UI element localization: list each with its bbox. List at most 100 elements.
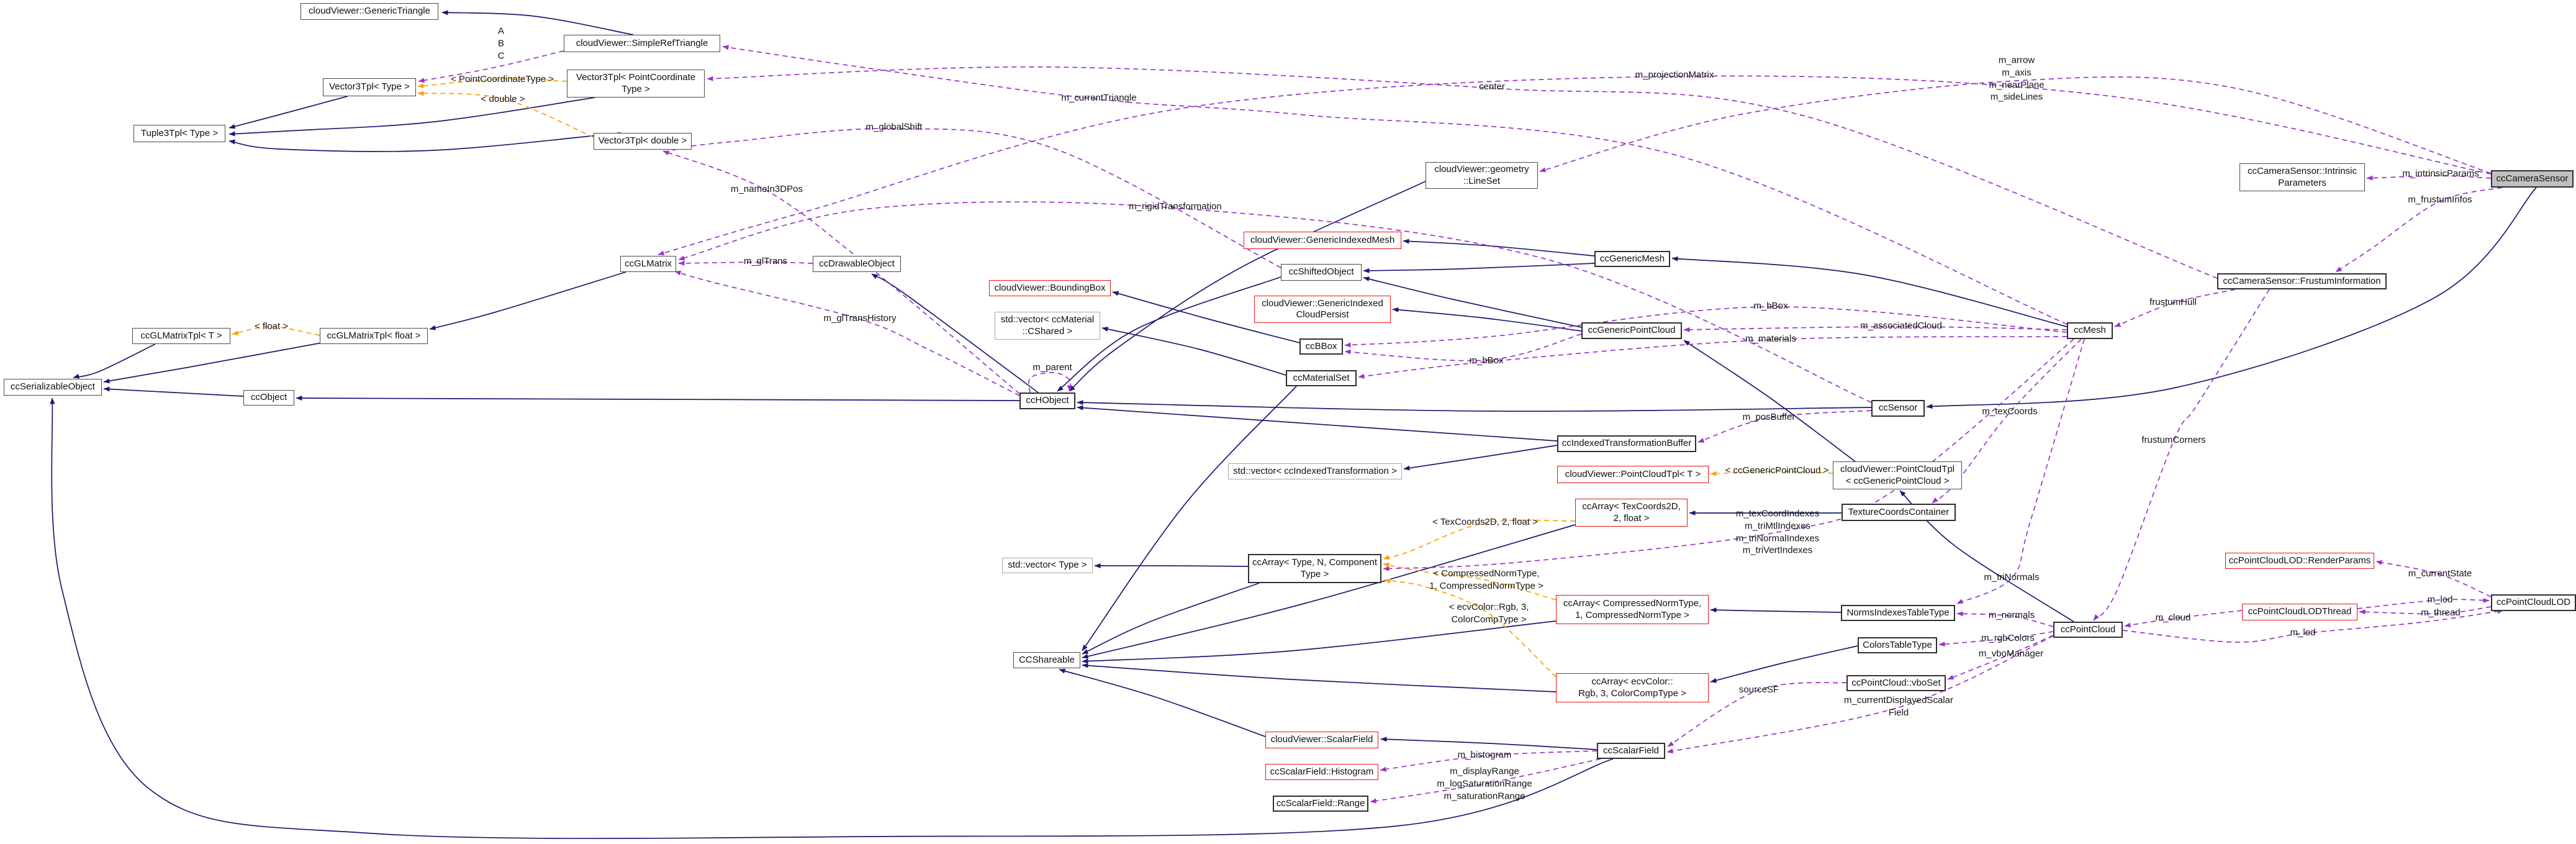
node-colors-table-type[interactable]: ColorsTableType <box>1858 637 1937 653</box>
node-vector3tpl-type[interactable]: Vector3Tpl< Type > <box>323 78 416 96</box>
node-lineset[interactable]: cloudViewer::geometry ::LineSet <box>1426 162 1538 189</box>
node-cc-drawable-object[interactable]: ccDrawableObject <box>813 256 901 272</box>
edge-ccarray-compressednorm-to-cc-shareable <box>1082 620 1557 664</box>
node-cc-bbox[interactable]: ccBBox <box>1299 338 1343 355</box>
edge-label-m_intrinsicparams: m_intrinsicParams <box>2402 168 2479 179</box>
edge-cc-point-cloud-to-cc-point-cloud-vboset <box>1947 635 2054 680</box>
edge-cc-indexed-transformation-buffer-to-cc-hobject <box>1077 405 1558 442</box>
edge-point-cloud-tpl-gpc-to-cc-generic-point-cloud <box>1683 340 1856 462</box>
node-cc-generic-point-cloud[interactable]: ccGenericPointCloud <box>1581 322 1682 339</box>
node-cc-point-cloud-vboset[interactable]: ccPointCloud::vboSet <box>1846 675 1946 691</box>
node-bounding-box[interactable]: cloudViewer::BoundingBox <box>989 280 1111 296</box>
node-ccglmatrixtpl-float[interactable]: ccGLMatrixTpl< float > <box>320 328 428 344</box>
node-point-cloud-tpl-gpc[interactable]: cloudViewer::PointCloudTpl < ccGenericPo… <box>1833 461 1962 489</box>
edge-ccarray-compressednorm-to-ccarray-type-n <box>1383 562 1557 601</box>
edge-ccarray-type-n-to-cc-shareable <box>1082 583 1260 655</box>
edge-cc-generic-point-cloud-to-generic-indexed-cloud-persist <box>1392 307 1582 332</box>
node-vector-ccmaterial[interactable]: std::vector< ccMaterial ::CShared > <box>995 312 1100 340</box>
node-cc-generic-mesh[interactable]: ccGenericMesh <box>1594 251 1670 267</box>
edge-cc-shifted-object-to-vector3tpl-double <box>669 127 1281 268</box>
node-cc-sensor[interactable]: ccSensor <box>1871 400 1925 417</box>
edge-cc-hobject-to-ccglmatrix <box>674 270 1020 396</box>
node-generic-triangle[interactable]: cloudViewer::GenericTriangle <box>301 3 438 20</box>
edge-cc-scalar-field-to-sf-histogram <box>1380 750 1598 772</box>
node-ccarray-texcoords2d[interactable]: ccArray< TexCoords2D, 2, float > <box>1575 499 1688 527</box>
node-ccglmatrixtpl-t[interactable]: ccGLMatrixTpl< T > <box>132 328 230 344</box>
edge-label-a: A B C <box>497 25 505 61</box>
edge-cc-camera-sensor-to-intrinsic-parameters <box>2366 175 2492 181</box>
edge-cc-shifted-object-to-cc-hobject <box>1057 276 1281 392</box>
edge-label-texcoords2d2float: < TexCoords2D, 2, float > <box>1432 517 1538 528</box>
edge-label-m_texcoords: m_texCoords <box>1982 406 2038 417</box>
node-generic-indexed-cloud-persist[interactable]: cloudViewer::GenericIndexed CloudPersist <box>1254 296 1391 323</box>
edge-cc-camera-sensor-to-frustum-information <box>2335 187 2503 273</box>
node-cc-hobject[interactable]: ccHObject <box>1019 393 1075 409</box>
node-ccglmatrix[interactable]: ccGLMatrix <box>620 256 676 272</box>
edge-cc-mesh-to-cc-material-set <box>1358 336 2068 379</box>
edge-label-m_rgbcolors: m_rgbColors <box>1981 633 2035 644</box>
node-cc-material-set[interactable]: ccMaterialSet <box>1286 370 1357 386</box>
edge-label-float: < float > <box>254 321 289 332</box>
node-cc-camera-sensor[interactable]: ccCameraSensor <box>2491 170 2574 188</box>
edge-cc-sensor-to-cc-indexed-transformation-buffer <box>1697 410 1872 443</box>
node-frustum-information[interactable]: ccCameraSensor::FrustumInformation <box>2217 273 2387 289</box>
node-ccarray-type-n[interactable]: ccArray< Type, N, Component Type > <box>1248 554 1381 583</box>
node-ccarray-compressednorm[interactable]: ccArray< CompressedNormType, 1, Compress… <box>1556 595 1709 624</box>
node-intrinsic-parameters[interactable]: ccCameraSensor::Intrinsic Parameters <box>2239 163 2365 191</box>
node-cc-mesh[interactable]: ccMesh <box>2067 322 2113 339</box>
edge-cc-mesh-to-texture-coords-container <box>1932 338 2082 504</box>
edge-label-sourcesf: sourceSF <box>1738 684 1779 696</box>
node-cc-serializable-object[interactable]: ccSerializableObject <box>4 379 102 396</box>
edge-cc-hobject-to-vector3tpl-double <box>662 150 1020 394</box>
node-point-cloud-tpl-t[interactable]: cloudViewer::PointCloudTpl< T > <box>1557 466 1709 483</box>
node-sf-histogram[interactable]: ccScalarField::Histogram <box>1265 764 1378 780</box>
edge-cc-mesh-to-norms-indexes-table-type <box>1956 338 2085 604</box>
edge-vector3tpl-pct-to-tuple3tpl-type <box>228 97 595 137</box>
edge-lod-thread-to-cc-point-cloud-lod <box>2357 597 2490 609</box>
edge-ccglmatrixtpl-t-to-cc-serializable-object <box>73 343 156 379</box>
node-vector3tpl-pct[interactable]: Vector3Tpl< PointCoordinate Type > <box>567 70 705 98</box>
node-lod-thread[interactable]: ccPointCloudLODThread <box>2242 604 2357 620</box>
edge-frustum-information-to-cc-point-cloud <box>2093 289 2270 621</box>
node-lod-render-params[interactable]: ccPointCloudLOD::RenderParams <box>2225 553 2374 569</box>
edge-cc-object-to-cc-serializable-object <box>103 386 244 397</box>
edge-label-center: center <box>1479 81 1505 93</box>
node-cc-point-cloud-lod[interactable]: ccPointCloudLOD <box>2491 594 2576 611</box>
node-texture-coords-container[interactable]: TextureCoordsContainer <box>1842 504 1956 521</box>
node-simple-ref-triangle[interactable]: cloudViewer::SimpleRefTriangle <box>564 35 720 52</box>
node-cc-shareable[interactable]: CCShareable <box>1013 652 1080 668</box>
edge-simple-ref-triangle-to-vector3tpl-type <box>418 50 564 83</box>
node-cc-indexed-transformation-buffer[interactable]: ccIndexedTransformationBuffer <box>1557 435 1696 452</box>
node-cc-object[interactable]: ccObject <box>243 390 294 406</box>
edge-cc-point-cloud-to-norms-indexes-table-type <box>1956 611 2054 627</box>
edge-vector3tpl-pct-to-vector3tpl-type <box>417 78 567 89</box>
edge-cc-camera-sensor-to-cc-sensor <box>1926 187 2537 409</box>
node-sf-range[interactable]: ccScalarField::Range <box>1273 796 1368 812</box>
edge-cc-scalar-field-to-cv-scalar-field <box>1380 737 1598 750</box>
edge-label-m_materials: m_materials <box>1745 334 1796 345</box>
edge-label-m_associatedcloud: m_associatedCloud <box>1860 320 1942 332</box>
edge-label-m_globalshift: m_globalShift <box>865 122 923 133</box>
node-cc-scalar-field[interactable]: ccScalarField <box>1597 743 1665 759</box>
node-ccarray-ecvcolor[interactable]: ccArray< ecvColor:: Rgb, 3, ColorCompTyp… <box>1556 673 1709 702</box>
edge-vector3tpl-type-to-tuple3tpl-type <box>228 96 348 129</box>
node-generic-indexed-mesh[interactable]: cloudViewer::GenericIndexedMesh <box>1244 232 1401 249</box>
node-vector-ccindexedtransformation[interactable]: std::vector< ccIndexedTransformation > <box>1228 463 1402 479</box>
node-norms-indexes-table-type[interactable]: NormsIndexesTableType <box>1841 605 1955 621</box>
edge-label-pointcoordinatetype: < PointCoordinateType > <box>451 74 554 85</box>
edge-label-m_bbox: m_bBox <box>1753 301 1788 312</box>
edge-cc-indexed-transformation-buffer-to-vector-ccindexedtransformation <box>1403 445 1558 471</box>
node-vector3tpl-double[interactable]: Vector3Tpl< double > <box>594 133 692 150</box>
edge-cc-generic-mesh-to-cc-shifted-object <box>1363 263 1595 273</box>
node-cc-shifted-object[interactable]: ccShiftedObject <box>1281 264 1362 281</box>
node-cv-scalar-field[interactable]: cloudViewer::ScalarField <box>1265 732 1378 748</box>
edge-vector3tpl-double-to-vector3tpl-type <box>417 91 594 138</box>
node-cc-point-cloud[interactable]: ccPointCloud <box>2053 622 2123 638</box>
edge-cc-material-set-to-vector-ccmaterial <box>1101 327 1286 376</box>
node-vector-type[interactable]: std::vector< Type > <box>1002 558 1093 573</box>
edge-cc-generic-mesh-to-generic-indexed-mesh <box>1403 238 1595 256</box>
edge-ccglmatrixtpl-float-to-cc-serializable-object <box>103 342 322 384</box>
edge-label-m_currentdisplayedscalar: m_currentDisplayedScalar Field <box>1844 695 1953 718</box>
edge-cc-scalar-field-to-cc-serializable-object <box>50 397 1614 839</box>
node-tuple3tpl-type[interactable]: Tuple3Tpl< Type > <box>133 125 225 142</box>
